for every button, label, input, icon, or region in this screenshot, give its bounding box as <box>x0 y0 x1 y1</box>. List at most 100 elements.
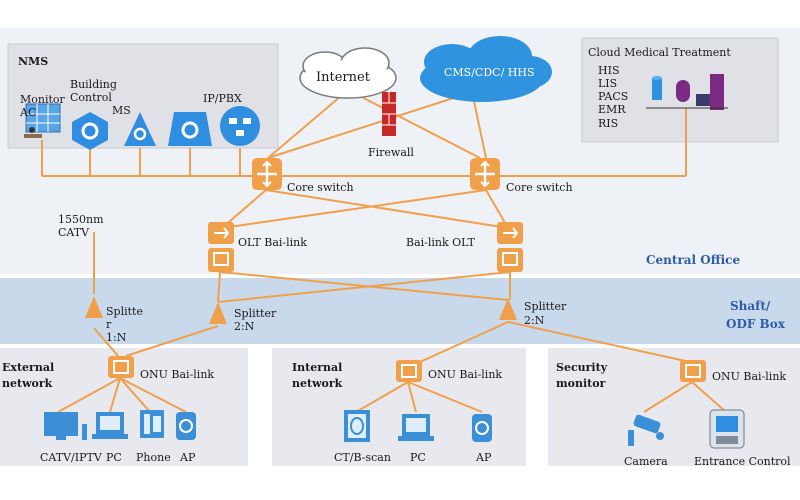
shaft-label-1: Shaft/ <box>730 299 771 313</box>
core-switch-right-label: Core switch <box>506 181 573 194</box>
core-switch-right-icon <box>470 158 500 190</box>
medical-item: PACS <box>598 90 629 103</box>
olt-right-label: Bai-link OLT <box>406 236 475 249</box>
device-label: Camera <box>624 455 668 468</box>
ct-scan-icon <box>344 410 370 442</box>
ms-icon <box>124 112 156 146</box>
link-core-olt-3 <box>221 189 487 229</box>
link-splitter-onu-ext-2 <box>125 325 219 357</box>
device-label: PC <box>410 451 426 464</box>
internet-label: Internet <box>316 70 370 85</box>
entrance-control-icon <box>709 409 745 449</box>
link-onu-pc2 <box>407 381 417 413</box>
olt-left-icon <box>208 222 234 272</box>
link-internet-core-left <box>267 89 349 159</box>
camera-icon <box>628 414 664 446</box>
splitter-3-label-2: 2:N <box>524 314 545 327</box>
catv-label-1: 1550nm <box>58 213 104 226</box>
medical-item: LIS <box>598 77 618 90</box>
onu-icons <box>108 356 706 382</box>
pc-2-icon <box>398 414 434 441</box>
link-splitter-onu-sec <box>507 321 691 363</box>
onu-external-label: ONU Bai-link <box>140 368 215 381</box>
phone-icon <box>140 410 164 438</box>
onu-security-label: ONU Bai-link <box>712 370 787 383</box>
catv-label-2: CATV <box>58 226 90 239</box>
ap-2-icon <box>472 414 492 442</box>
onu-external-icon <box>108 356 134 378</box>
ippbx-icon <box>220 106 260 146</box>
link-onu-camera <box>643 381 693 413</box>
olt-left-label: OLT Bai-link <box>238 236 307 249</box>
link-core-olt-1 <box>221 189 267 229</box>
device-label: AP <box>180 451 196 464</box>
medical-title: Cloud Medical Treatment <box>588 46 731 59</box>
link-onu-pc <box>109 377 121 413</box>
server-icon <box>710 74 724 110</box>
link-core-olt-4 <box>485 189 509 229</box>
link-cms-core-right <box>471 91 487 159</box>
fiber-links <box>41 89 727 413</box>
security-title-2: monitor <box>556 377 606 390</box>
medical-item: EMR <box>598 103 626 116</box>
cms-cloud <box>420 36 552 102</box>
database-icon <box>652 78 662 100</box>
link-splitter-onu-int <box>419 321 509 363</box>
splitter-1-label-2: r <box>106 318 112 331</box>
internal-devices <box>344 410 492 442</box>
core-switch-left-icon <box>252 158 282 190</box>
storage-icon <box>676 80 690 102</box>
computer-icon <box>696 94 710 106</box>
device-label: PC <box>106 451 122 464</box>
cms-label: CMS/CDC/ HHS <box>444 66 535 79</box>
link-internet-core-right <box>347 89 481 159</box>
link-core-olt-2 <box>265 189 509 229</box>
firewall-icon <box>382 92 396 136</box>
pc-icon <box>92 412 128 439</box>
medical-item: RIS <box>598 117 619 130</box>
link-cms-core-left <box>267 91 473 159</box>
device-label: Phone <box>136 451 171 464</box>
nms-title: NMS <box>18 55 49 68</box>
device-label: AP <box>476 451 492 464</box>
link-onu-catv <box>57 377 121 413</box>
internal-title: Internal <box>292 361 343 374</box>
building-control-icon <box>72 112 108 150</box>
link-onu-ap2 <box>407 381 483 413</box>
splitter-3-label: Splitter <box>524 300 567 313</box>
splitter-2-icon <box>209 302 227 324</box>
security-devices <box>628 409 745 449</box>
splitter-1-label-3: 1:N <box>106 331 127 344</box>
splitter-2-label: Splitter <box>234 307 277 320</box>
medical-icons <box>646 74 728 110</box>
building-label: Building <box>70 78 117 91</box>
link-onu-entrance <box>691 381 727 413</box>
link-onu-phone <box>119 377 151 413</box>
building-label-2: Control <box>70 91 112 104</box>
link-olt-splitter-2 <box>217 271 221 303</box>
link-splitter-onu-ext-1 <box>93 327 119 357</box>
link-onu-ap <box>119 377 187 413</box>
monitor-wall-icon <box>24 103 61 138</box>
link-onu-ct <box>355 381 409 413</box>
building-label-3: MS <box>112 104 131 117</box>
tv-icon <box>44 412 87 440</box>
olt-right-icon <box>497 222 523 272</box>
central-office-label: Central Office <box>646 253 741 267</box>
splitter-3-icon <box>499 298 517 320</box>
external-title: External <box>2 361 55 374</box>
internet-cloud <box>299 47 397 99</box>
security-title: Security <box>556 361 608 374</box>
medical-item: HIS <box>598 64 620 77</box>
splitter-1-icon <box>85 296 103 318</box>
pbx-gear-icon <box>168 112 212 146</box>
onu-security-icon <box>680 360 706 382</box>
security-panel <box>548 348 800 466</box>
splitter-1-label: Splitte <box>106 305 143 318</box>
device-label: Entrance Control <box>694 455 791 468</box>
onu-internal-icon <box>396 360 422 382</box>
link-olt-splitter-3 <box>217 271 511 303</box>
splitter-icons <box>85 296 517 324</box>
shaft-label-2: ODF Box <box>726 317 785 331</box>
